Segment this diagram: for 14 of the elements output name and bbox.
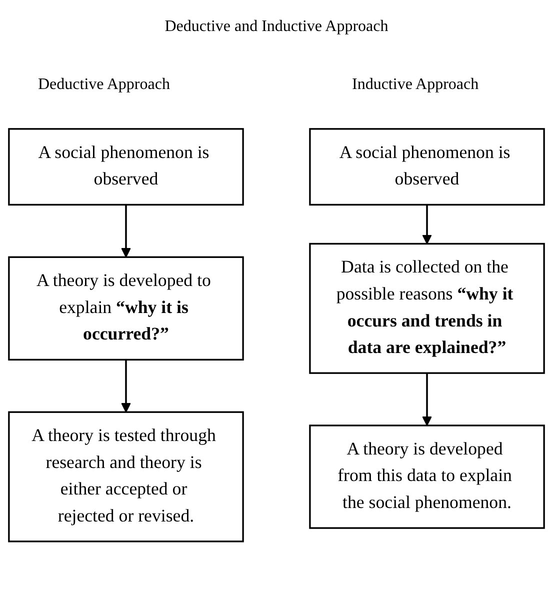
- arrow: [121, 360, 131, 413]
- arrow: [422, 204, 432, 244]
- node-box: [309, 242, 545, 374]
- flowchart: A social phenomenon is observed A theory is developed to explain “why it is occurred?” A theory is tested through research and theory is either accepted or rejected or revised. A social phenomenon is observed Data is collected on the possible reasons “why it occurs and trends in data are explained?” A theory is developed from this data to explain the social phenomenon.: [0, 120, 553, 550]
- arrow: [422, 373, 432, 426]
- node-box: [8, 128, 244, 206]
- node-box: [309, 128, 545, 206]
- diagram-title: Deductive and Inductive Approach: [164, 18, 390, 36]
- column-heading: Inductive Approach: [352, 76, 479, 94]
- node-box: [309, 424, 545, 529]
- node-box: [8, 411, 244, 542]
- column-heading: Deductive Approach: [38, 76, 170, 94]
- arrow: [121, 204, 131, 258]
- node-box: [8, 256, 244, 361]
